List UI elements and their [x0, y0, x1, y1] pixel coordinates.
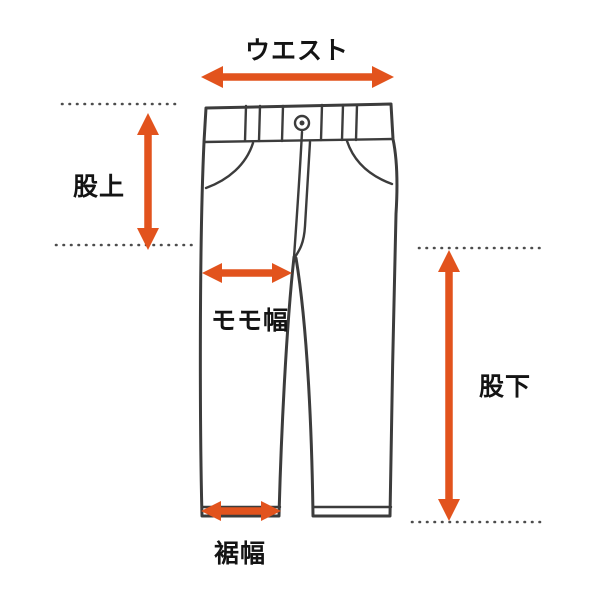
waist-arrow	[201, 66, 394, 88]
fly-seam	[292, 130, 304, 259]
waist-button	[293, 114, 311, 132]
rise-arrow	[137, 113, 159, 250]
fly-stitch	[293, 140, 312, 259]
hem-arrowhead-right	[261, 501, 281, 521]
thigh-width-arrow	[202, 263, 292, 283]
waist-arrowhead-left	[201, 66, 223, 88]
front-pocket-left	[204, 141, 255, 190]
thigh-arrowhead-right	[272, 263, 292, 283]
inseam-arrowhead-bottom	[438, 499, 460, 521]
dotted-guides	[54, 102, 543, 524]
rise-arrowhead-bottom	[137, 228, 159, 250]
inseam-arrowhead-top	[438, 250, 460, 272]
hem-width-label: 裾幅	[213, 540, 267, 568]
waist-arrowhead-right	[372, 66, 394, 88]
belt-loop-right	[340, 103, 359, 142]
waist-label: ウエスト	[244, 37, 350, 65]
waist-button-hole	[299, 120, 305, 126]
rise-arrowhead-top	[137, 113, 159, 135]
inseam-label: 股下	[479, 373, 532, 401]
pants-silhouette	[198, 102, 399, 518]
hem-arrowhead-left	[201, 501, 221, 521]
rise-label: 股上	[73, 173, 126, 201]
hem-width-arrow	[201, 501, 281, 521]
belt-loop-left	[243, 104, 262, 143]
placket-lines	[280, 103, 324, 143]
pants-illustration	[198, 102, 399, 518]
thigh-width-label: モモ幅	[210, 307, 290, 335]
thigh-arrowhead-left	[202, 263, 222, 283]
waistband-seam	[202, 137, 395, 144]
front-pocket-right	[345, 139, 394, 186]
inseam-arrow	[438, 250, 460, 521]
